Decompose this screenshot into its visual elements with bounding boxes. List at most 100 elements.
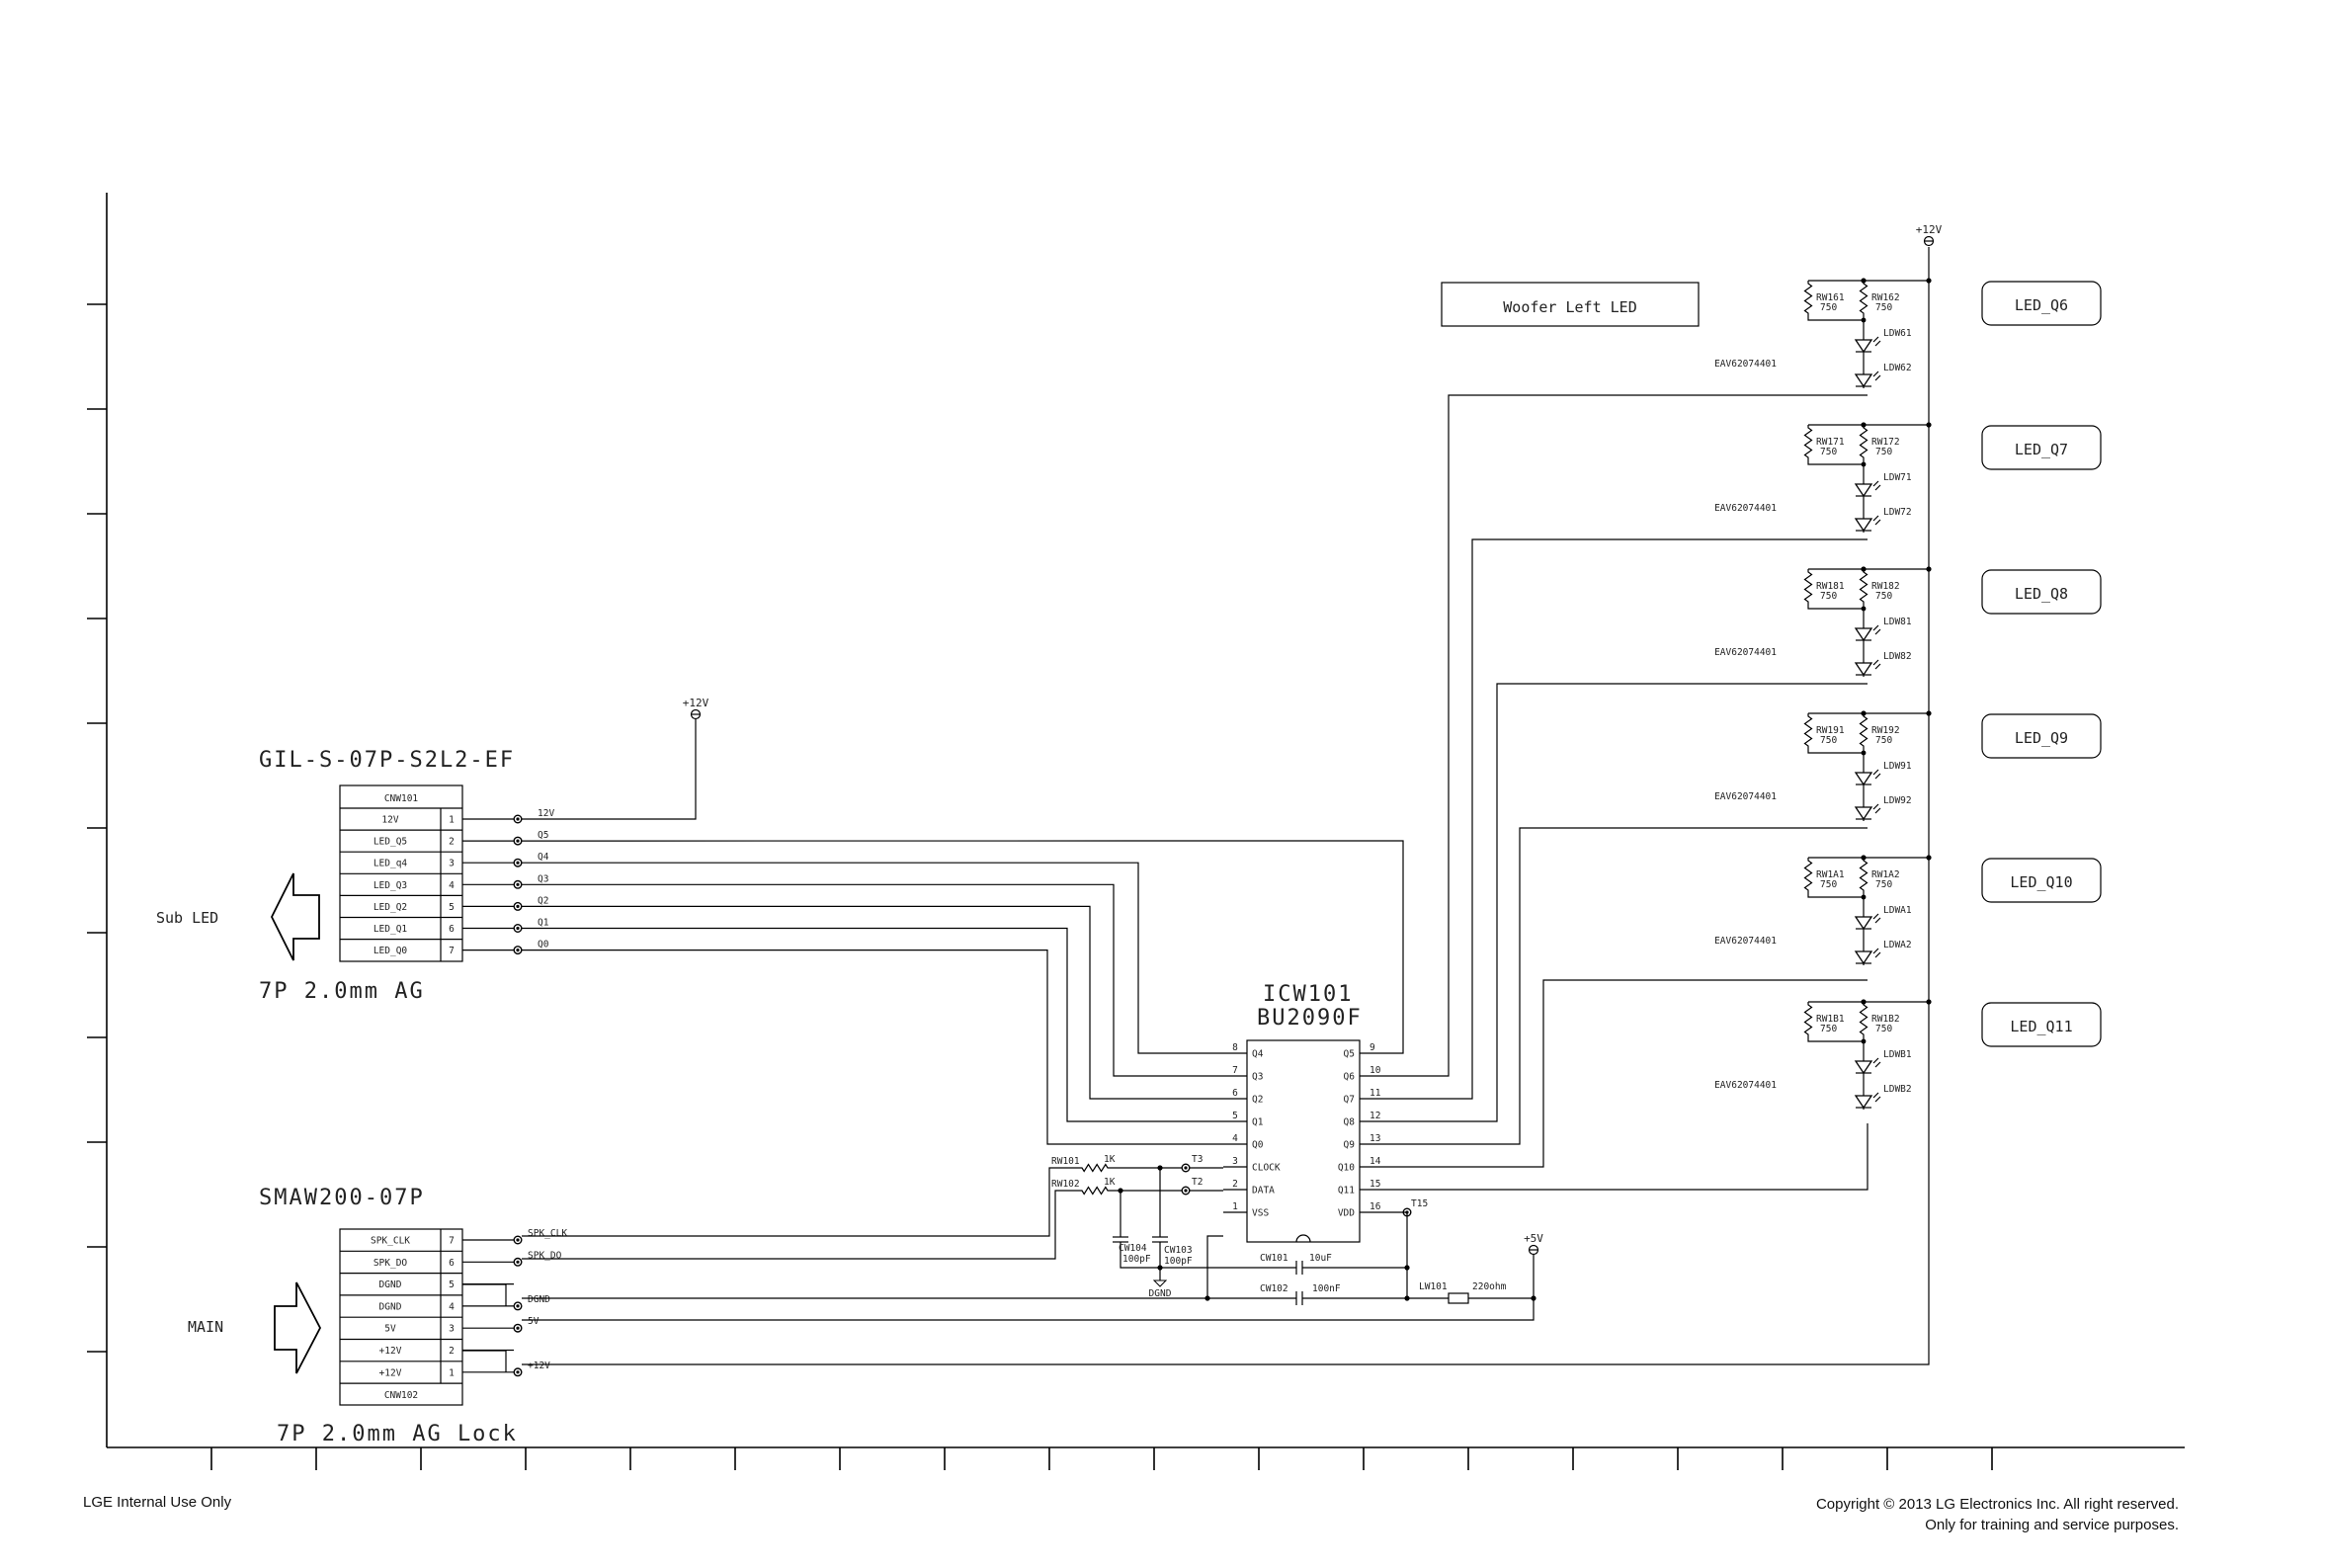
junction-dot: [516, 926, 520, 931]
junction-dot: [1861, 317, 1867, 323]
wire: [1807, 605, 1865, 610]
junction-dot: [1861, 894, 1867, 900]
wire: [1872, 371, 1879, 377]
ic-pin-name: Q4: [1252, 1049, 1264, 1060]
resistor-label: RW162: [1871, 292, 1900, 303]
cw103-label: CW103: [1164, 1245, 1193, 1256]
pin-label: +12V: [379, 1367, 402, 1378]
net-label: +12V: [528, 1361, 550, 1371]
junction-dot: [516, 1260, 520, 1264]
ic-pin-number: 6: [1232, 1088, 1238, 1099]
led-tag: LED_Q7: [2015, 441, 2068, 458]
wire: [1874, 773, 1881, 780]
led-tag: LED_Q10: [2010, 873, 2072, 891]
net-label: Q2: [538, 895, 548, 906]
led-tag-box: [1981, 713, 2102, 759]
supply-label: +12V: [683, 697, 709, 709]
cnw101-spec: 7P 2.0mm AG: [259, 979, 425, 1004]
led-ref: LDWB1: [1883, 1049, 1912, 1060]
cw104-value: 100pF: [1122, 1254, 1151, 1265]
wire: [1872, 480, 1879, 487]
led-ref: LDW62: [1883, 363, 1912, 373]
ic-pin-number: 1: [1232, 1201, 1238, 1212]
ic-pin-number: 4: [1232, 1133, 1238, 1144]
pin-label: LED_Q3: [374, 880, 407, 891]
resistor: [1859, 569, 1868, 605]
rw102-value: 1K: [1104, 1177, 1116, 1188]
ic-pin-number: 15: [1370, 1179, 1380, 1190]
ic-pin-number: 5: [1232, 1111, 1238, 1121]
pin-number: 2: [449, 1346, 455, 1357]
junction-dot: [1184, 1189, 1188, 1193]
pin-label: LED_Q2: [374, 902, 407, 913]
training-note: Only for training and service purposes.: [1925, 1517, 2179, 1533]
led-tag-box: [1981, 281, 2102, 326]
wire: [1872, 948, 1879, 954]
wire: [1872, 913, 1879, 920]
title-box-text: Woofer Left LED: [1503, 298, 1636, 316]
ic-pin-name: DATA: [1252, 1186, 1275, 1197]
ic-pin-name: VDD: [1338, 1208, 1355, 1219]
cw104-label: CW104: [1119, 1243, 1147, 1254]
resistor: [1859, 858, 1868, 893]
led-ref: LDWA2: [1883, 940, 1912, 950]
t3-label: T3: [1192, 1154, 1203, 1165]
resistor: [1859, 281, 1868, 316]
pin-label: SPK_DO: [374, 1258, 408, 1269]
net-label: 12V: [538, 808, 554, 819]
resistor-label: RW171: [1816, 437, 1845, 448]
net-label: Q1: [538, 918, 549, 929]
pin-number: 5: [449, 902, 455, 913]
resistor-value: 750: [1875, 591, 1892, 602]
wire: [1872, 659, 1879, 666]
rw101-value: 1K: [1104, 1154, 1116, 1165]
pin-label: LED_Q1: [374, 924, 408, 935]
junction-dot: [516, 839, 520, 843]
pin-number: 7: [449, 1236, 455, 1247]
junction-dot: [516, 817, 520, 821]
wire: [522, 905, 1223, 1100]
junction-dot: [516, 861, 520, 865]
resistor-value: 750: [1875, 447, 1892, 457]
lw101-inductor: [1448, 1292, 1469, 1304]
junction-dot: [1926, 710, 1932, 716]
cw101-label: CW101: [1260, 1253, 1288, 1264]
ic-pin-name: Q9: [1344, 1140, 1356, 1151]
resistor: [1859, 425, 1868, 460]
led-tag: LED_Q8: [2015, 585, 2068, 603]
junction-dot: [1184, 1166, 1188, 1170]
wire: [1385, 979, 1868, 1168]
t2-label: T2: [1192, 1177, 1203, 1188]
wire: [1872, 803, 1879, 810]
wire: [1872, 1057, 1879, 1064]
rw102-label: RW102: [1051, 1179, 1080, 1190]
wire: [1807, 316, 1865, 321]
led-tag-box: [1981, 1002, 2102, 1047]
net-label: SPK_DO: [528, 1250, 562, 1261]
ic-pin-number: 8: [1232, 1042, 1238, 1053]
wire: [1385, 538, 1868, 1100]
net-label: 5V: [528, 1316, 540, 1327]
resistor-value: 750: [1820, 1024, 1837, 1034]
junction-dot: [1404, 1265, 1410, 1271]
cnw101-ref: CNW101: [384, 793, 419, 804]
resistor: [1803, 1002, 1813, 1037]
cw101-value: 10uF: [1309, 1253, 1332, 1264]
net-label: Q5: [538, 830, 548, 841]
wire: [1385, 1211, 1408, 1298]
cnw101-part: GIL-S-07P-S2L2-EF: [259, 748, 515, 773]
pin-label: LED_q4: [374, 859, 408, 869]
ic-body: [1246, 1039, 1361, 1243]
copyright-line: Copyright © 2013 LG Electronics Inc. All…: [1815, 1496, 2179, 1513]
cnw102-part: SMAW200-07P: [259, 1186, 425, 1210]
resistor-label: RW1A1: [1816, 869, 1845, 880]
resistor-value: 750: [1820, 591, 1837, 602]
dgnd-label: DGND: [1149, 1288, 1172, 1299]
resistor-value: 750: [1875, 879, 1892, 890]
wire: [1874, 374, 1881, 381]
resistor-value: 750: [1875, 1024, 1892, 1034]
resistor: [1803, 858, 1813, 893]
